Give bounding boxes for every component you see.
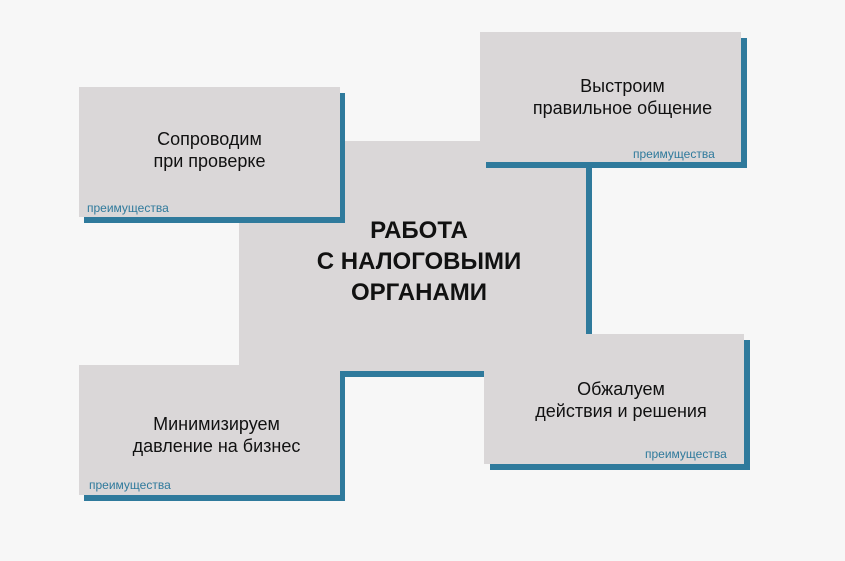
card-bottom-left-tag: преимущества — [89, 478, 171, 492]
card-top-right-title-line-2: правильное общение — [532, 98, 713, 118]
card-top-left-tag: преимущества — [87, 201, 169, 215]
card-bottom-right — [484, 334, 744, 464]
card-top-left — [79, 87, 340, 217]
card-bottom-left-title: Минимизируем давление на бизнес — [86, 413, 347, 457]
center-title-line-3: ОРГАНАМИ — [350, 279, 487, 306]
card-top-left-title: Сопроводим при проверке — [79, 128, 340, 172]
card-top-right — [480, 32, 741, 162]
card-bottom-left — [79, 365, 340, 495]
card-bottom-right-title: Обжалуем действия и решения — [491, 378, 751, 422]
card-top-right-title-line-1: Выстроим — [580, 76, 665, 96]
card-bottom-right-title-line-2: действия и решения — [535, 401, 707, 421]
card-bottom-right-title-line-1: Обжалуем — [577, 379, 665, 399]
card-bottom-left-title-line-1: Минимизируем — [153, 414, 280, 434]
card-bottom-right-tag: преимущества — [645, 447, 727, 461]
card-top-right-title: Выстроим правильное общение — [492, 75, 753, 119]
card-bottom-left-title-line-2: давление на бизнес — [132, 436, 301, 456]
center-title-line-2: С НАЛОГОВЫМИ — [316, 248, 522, 275]
center-title: РАБОТА С НАЛОГОВЫМИ ОРГАНАМИ — [239, 215, 599, 308]
card-top-left-title-line-2: при проверке — [153, 151, 266, 171]
center-title-line-1: РАБОТА — [370, 217, 468, 244]
card-top-left-title-line-1: Сопроводим — [157, 129, 262, 149]
card-top-right-tag: преимущества — [633, 147, 715, 161]
